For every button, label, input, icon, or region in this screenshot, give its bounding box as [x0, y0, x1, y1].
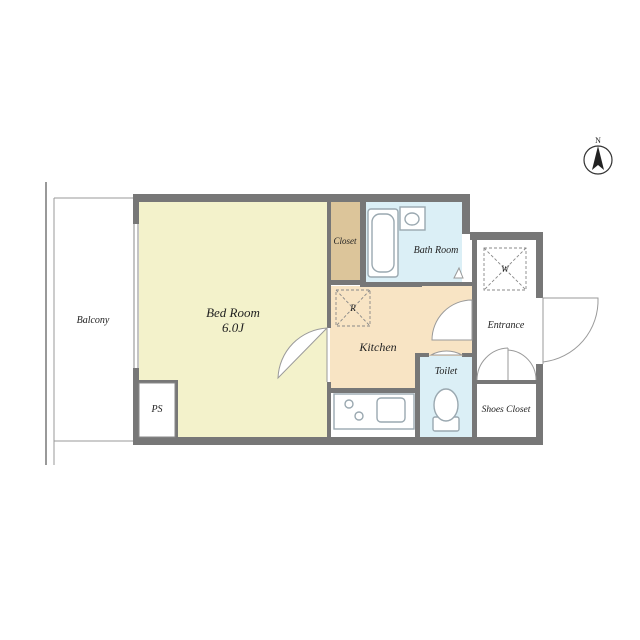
bath-label: Bath Room: [414, 245, 459, 256]
sink-icon: [376, 397, 406, 423]
kitchen-counter: [333, 393, 415, 430]
fridge-marker: R: [349, 303, 356, 313]
entrance-label: Entrance: [487, 320, 525, 331]
shoes-closet-doors: [476, 347, 537, 381]
ps-label: PS: [150, 404, 162, 415]
balcony: [45, 182, 133, 465]
fridge-spot: [335, 289, 371, 327]
washer-spot: [483, 247, 527, 291]
interior-walls: [133, 202, 536, 437]
closet-area: [330, 202, 360, 280]
bedroom-size: 6.0J: [222, 320, 245, 335]
bedroom-label: Bed Room: [206, 305, 260, 320]
ps-closet: [138, 382, 176, 438]
bedroom-window: [133, 224, 139, 368]
kitchen-label: Kitchen: [358, 340, 396, 354]
washer-marker: W: [501, 264, 510, 274]
kitchen-entrance-door: [431, 299, 473, 341]
toilet-fixture: [432, 388, 460, 432]
toilet-label: Toilet: [435, 366, 458, 377]
bedroom-door: [277, 327, 329, 380]
compass-north-label: N: [595, 136, 601, 145]
compass: N: [583, 136, 613, 175]
stove-burner-icon: [344, 399, 354, 409]
toilet-door: [430, 350, 463, 356]
shoes-closet-label: Shoes Closet: [482, 405, 531, 415]
north-arrow-icon: [592, 146, 604, 170]
bathtub: [367, 208, 399, 278]
stove-burner-icon: [354, 411, 364, 421]
exterior-walls: [133, 194, 543, 445]
bath-step: [453, 266, 464, 279]
front-door: [542, 297, 599, 363]
closet-label: Closet: [333, 236, 357, 246]
washbasin: [399, 206, 426, 231]
balcony-label: Balcony: [77, 315, 110, 326]
